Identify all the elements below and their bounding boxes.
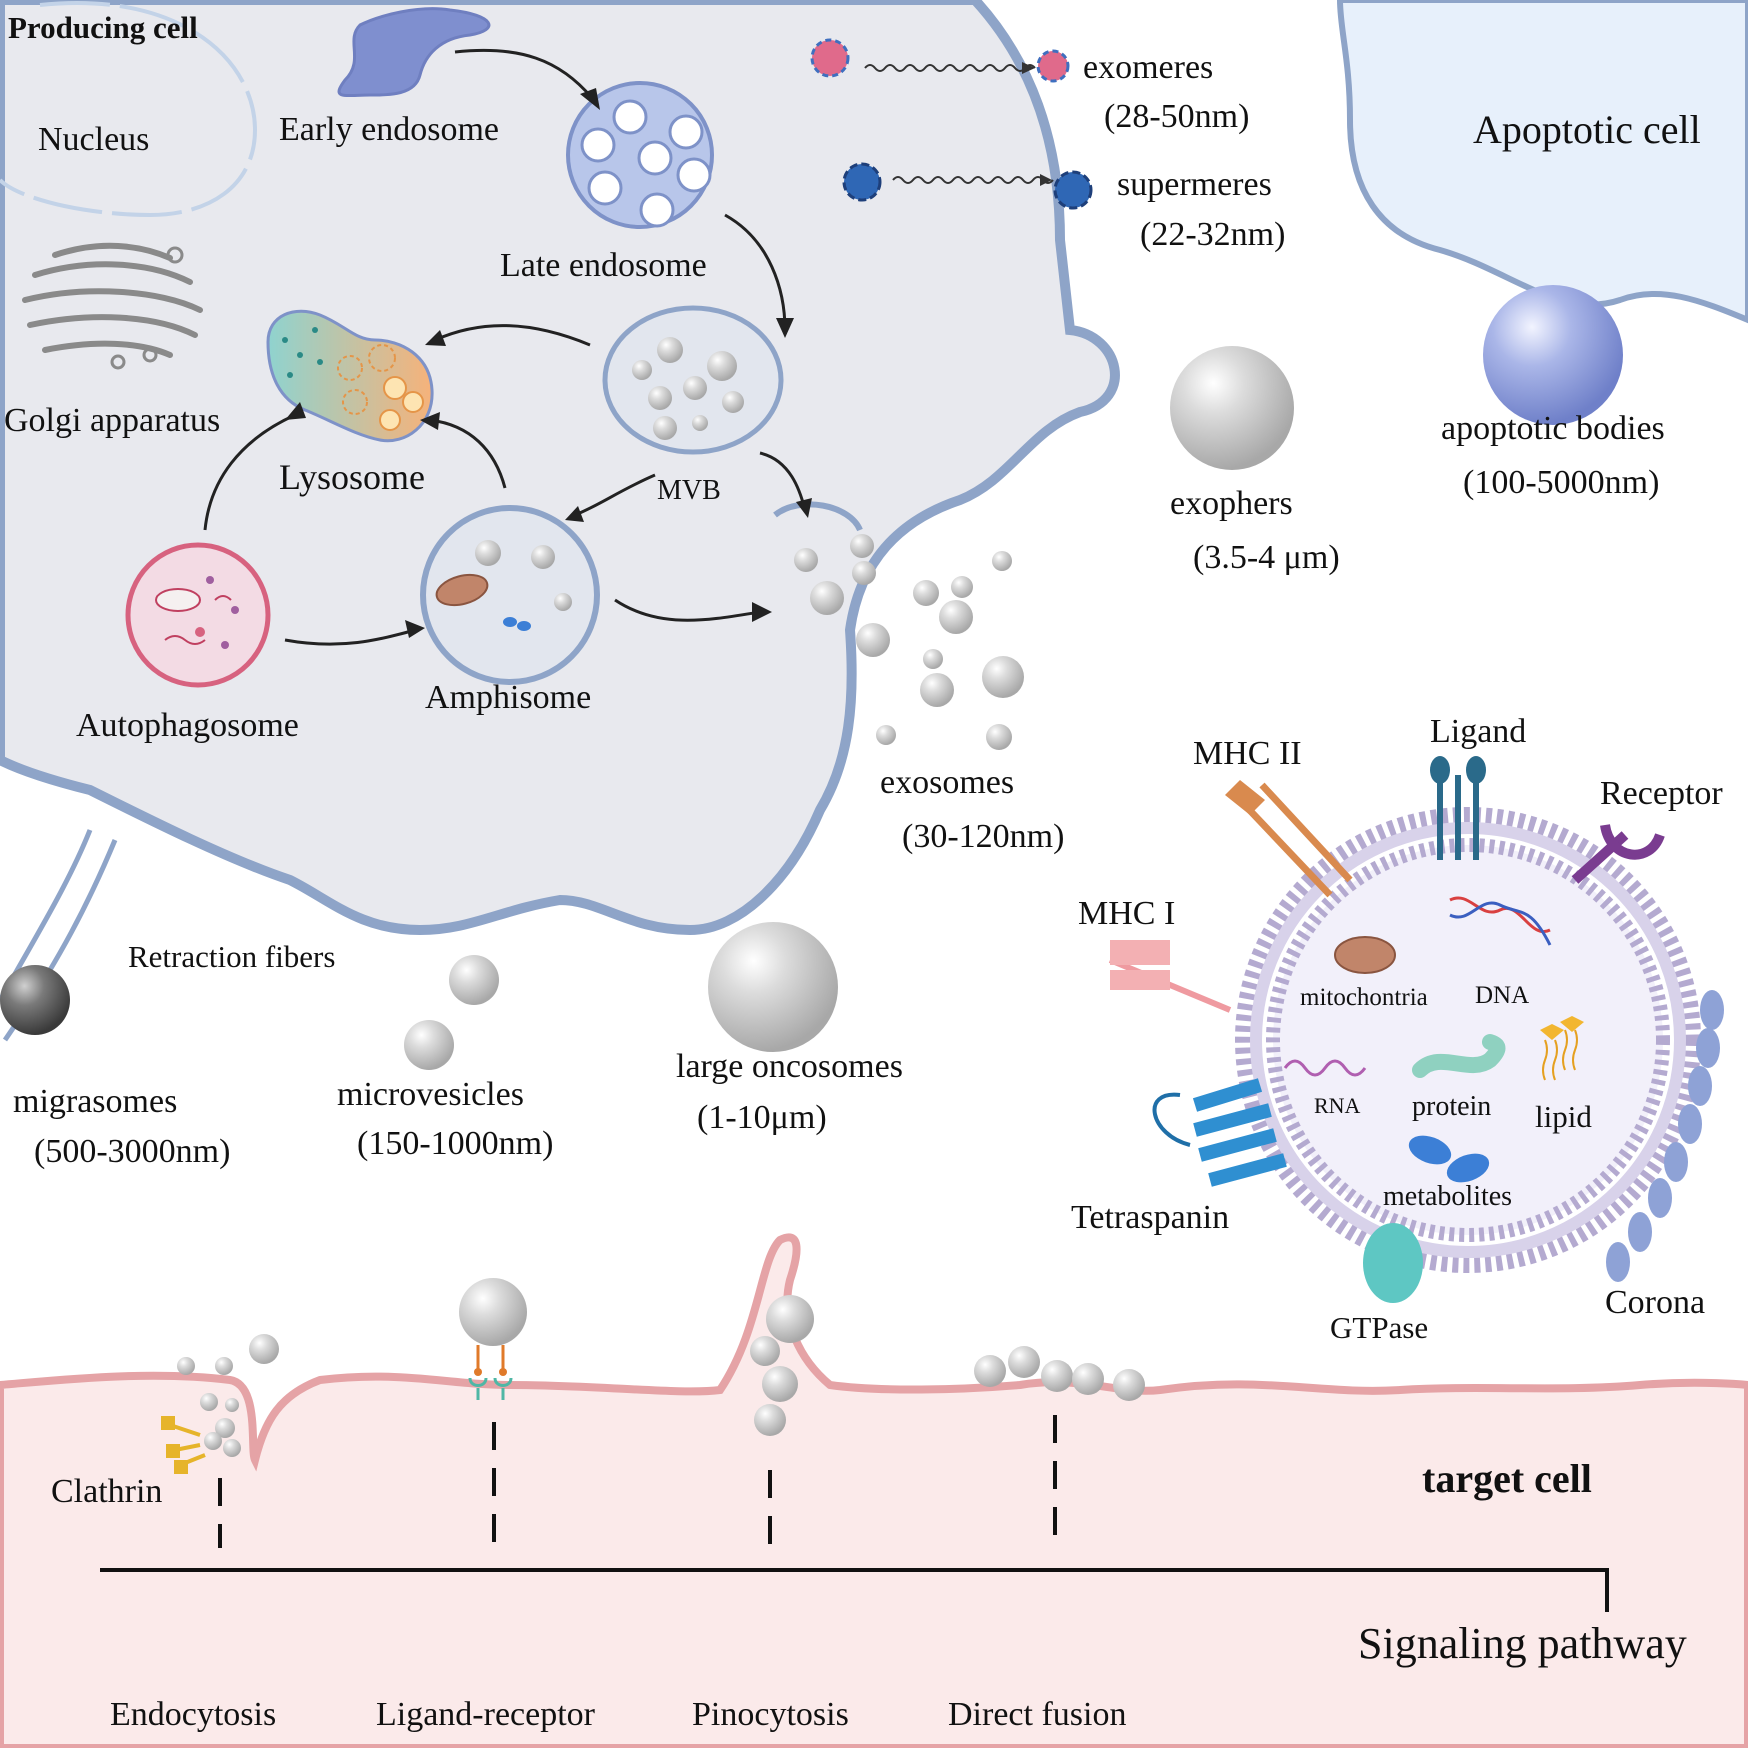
migrasome-icon <box>0 965 70 1035</box>
target-cell-body <box>0 1233 1748 1748</box>
migrasomes-size: (500-3000nm) <box>34 1133 231 1170</box>
uptake-pinocytosis-label: Pinocytosis <box>692 1696 849 1733</box>
large-oncosomes-label: large oncosomes <box>676 1048 903 1085</box>
mitochondria-label: mitochontria <box>1300 984 1428 1011</box>
exosomes-label: exosomes <box>880 764 1015 801</box>
migrasomes-label: migrasomes <box>13 1083 178 1120</box>
microvesicle-icon-1 <box>449 955 499 1005</box>
exomeres-label: exomeres <box>1083 49 1214 86</box>
retraction-fibers-label: Retraction fibers <box>128 939 336 974</box>
early-endosome-icon <box>337 7 491 98</box>
uptake-direct-fusion-label: Direct fusion <box>948 1696 1127 1733</box>
supermere-particles <box>842 162 1093 210</box>
large-oncosome-icon <box>708 922 838 1052</box>
arrow-heads <box>285 88 812 638</box>
ligand-label: Ligand <box>1430 713 1527 750</box>
golgi-icon <box>22 242 203 358</box>
microvesicles-label: microvesicles <box>337 1076 524 1113</box>
signal-connectors <box>218 1415 1057 1548</box>
mhc1-label: MHC I <box>1078 895 1176 932</box>
supermeres-size: (22-32nm) <box>1140 216 1286 253</box>
amphisome-icon <box>420 505 600 685</box>
producing-cell-body <box>0 0 1120 936</box>
gtpase-label: GTPase <box>1330 1310 1429 1345</box>
producing-cell-title: Producing cell <box>8 10 198 45</box>
metabolites-label: metabolites <box>1383 1181 1513 1212</box>
early-endosome-label: Early endosome <box>279 111 499 148</box>
autophagosome-label: Autophagosome <box>76 707 299 744</box>
mvb-icon <box>602 305 784 455</box>
exopher-icon <box>1170 346 1294 470</box>
target-cell-title: target cell <box>1422 1456 1592 1501</box>
rna-label: RNA <box>1314 1093 1361 1118</box>
exomere-particles <box>810 38 1070 83</box>
uptake-ligand-receptor-label: Ligand-receptor <box>376 1696 595 1733</box>
amphisome-label: Amphisome <box>425 679 592 716</box>
uptake-endocytosis-label: Endocytosis <box>110 1696 277 1733</box>
mhc2-label: MHC II <box>1193 735 1302 772</box>
golgi-label: Golgi apparatus <box>4 402 221 439</box>
apoptotic-bodies-size: (100-5000nm) <box>1463 464 1660 501</box>
signaling-pathway-line <box>100 1568 1609 1612</box>
lipid-label: lipid <box>1535 1099 1592 1134</box>
clathrin-label: Clathrin <box>51 1473 163 1510</box>
dna-label: DNA <box>1475 982 1530 1009</box>
microvesicle-icon-2 <box>404 1020 454 1070</box>
ev-structure <box>1108 756 1724 1303</box>
pathway-arrows <box>203 48 807 646</box>
large-oncosomes-size: (1-10μm) <box>697 1099 827 1136</box>
protein-label: protein <box>1412 1091 1492 1122</box>
corona-label: Corona <box>1605 1284 1706 1321</box>
apoptotic-body-icon <box>1483 285 1623 425</box>
exomeres-size: (28-50nm) <box>1104 98 1250 135</box>
microvesicles-size: (150-1000nm) <box>357 1125 554 1162</box>
exophers-label: exophers <box>1170 485 1293 522</box>
ligand-receptor-pair-icon <box>468 1345 513 1400</box>
exosomes-size: (30-120nm) <box>902 818 1065 855</box>
apoptotic-cell-label: Apoptotic cell <box>1473 107 1701 152</box>
apoptotic-bodies-label: apoptotic bodies <box>1441 410 1665 447</box>
tetraspanin-label: Tetraspanin <box>1071 1199 1230 1236</box>
nucleus-label: Nucleus <box>38 121 150 158</box>
lysosome-label: Lysosome <box>279 457 426 497</box>
exosome-release-pocket <box>773 501 1024 750</box>
lysosome-icon <box>266 309 434 443</box>
uptake-vesicles <box>177 1278 1145 1457</box>
signaling-pathway-label: Signaling pathway <box>1358 1619 1687 1668</box>
mvb-label: MVB <box>657 475 721 506</box>
supermeres-label: supermeres <box>1117 166 1272 203</box>
receptor-label: Receptor <box>1600 775 1723 812</box>
exophers-size: (3.5-4 μm) <box>1193 539 1340 576</box>
apoptotic-cell-body <box>1336 0 1748 324</box>
nucleus-membrane <box>0 1 258 218</box>
late-endosome-icon <box>566 81 714 229</box>
clathrin-icon <box>161 1416 206 1474</box>
autophagosome-icon <box>125 542 271 688</box>
late-endosome-label: Late endosome <box>500 247 707 284</box>
